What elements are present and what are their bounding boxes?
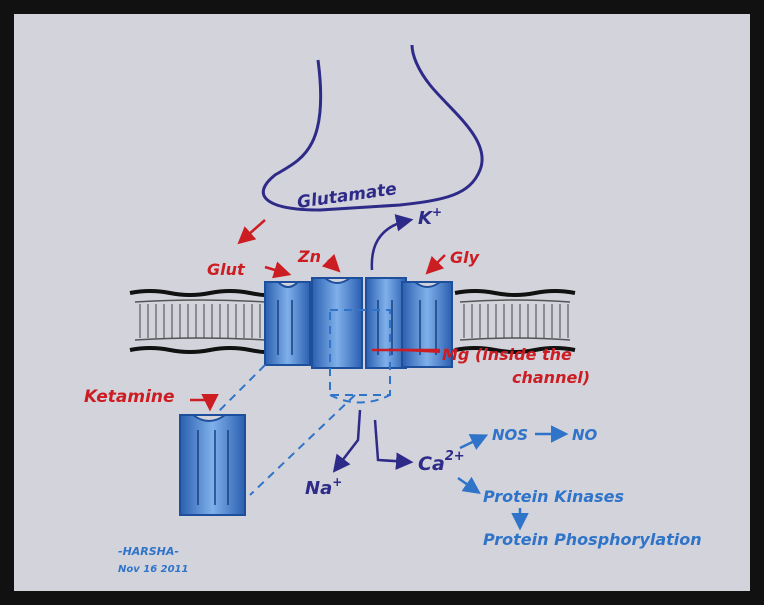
label-nos: NOS bbox=[492, 426, 528, 444]
label-protein-kinases: Protein Kinases bbox=[483, 487, 624, 506]
label-zinc: Zn bbox=[297, 247, 321, 266]
label-glycine: Gly bbox=[450, 248, 480, 267]
subunit-zn bbox=[312, 278, 362, 368]
subunit-glut bbox=[265, 282, 310, 365]
label-magnesium-line2: channel) bbox=[512, 368, 590, 387]
ketamine-subunit bbox=[180, 415, 245, 515]
label-no: NO bbox=[572, 426, 598, 444]
label-glut: Glut bbox=[207, 260, 246, 279]
label-protein-phosphorylation: Protein Phosphorylation bbox=[483, 530, 702, 549]
signature-date: Nov 16 2011 bbox=[118, 564, 188, 575]
signature-name: -HARSHA- bbox=[118, 545, 179, 558]
label-magnesium-line1: Mg (inside the bbox=[442, 345, 572, 364]
nmda-receptor bbox=[265, 278, 452, 368]
label-ketamine: Ketamine bbox=[84, 387, 175, 407]
subunit-3 bbox=[366, 278, 406, 368]
